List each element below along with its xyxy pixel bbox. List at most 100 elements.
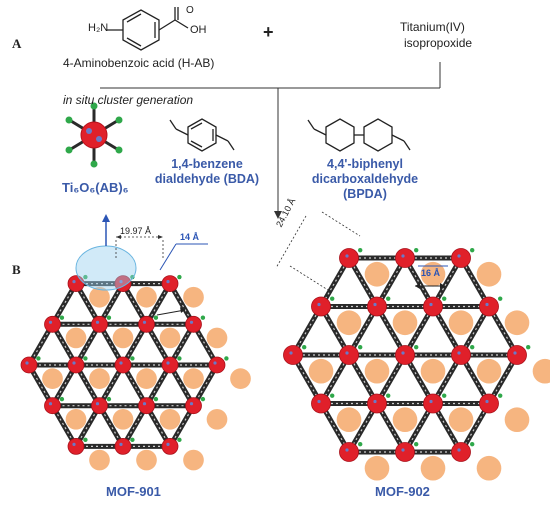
mof-902-cluster-center: [429, 302, 433, 307]
mof-901-cluster-accent: [153, 315, 159, 320]
mof-901-distance-marker: [115, 236, 164, 260]
mof-901-background-node: [206, 327, 228, 349]
mof-902-background-node: [504, 310, 530, 336]
mof-901-distance-label: 19.97 Å: [120, 226, 152, 236]
mof-902-background-node: [336, 407, 362, 433]
mof-902-cluster-accent: [498, 296, 503, 301]
mof-902-cluster-center: [485, 302, 489, 307]
mof-902-distance-marker: [275, 211, 361, 291]
mof-901-background-node: [183, 286, 204, 308]
mof-902-cluster-accent: [414, 344, 419, 350]
reactant2-line1: Titanium(IV): [400, 20, 465, 34]
mof-902-cluster-center: [317, 399, 321, 404]
mof-901-background-node: [42, 368, 63, 389]
mof-902-cluster-accent: [330, 296, 335, 301]
mof-902-name: MOF-902: [375, 484, 430, 499]
mof-901-background-node: [206, 408, 228, 430]
mof-901-cluster-node: [208, 356, 226, 374]
reaction-arrow: [100, 62, 441, 213]
mof-902-cluster-center: [485, 399, 489, 404]
mof-901-cluster-accent: [106, 315, 112, 320]
mof-902-cluster-center: [345, 351, 349, 355]
mof-902-cluster-accent: [414, 441, 419, 447]
mof-902-background-node: [448, 407, 474, 433]
mof-901-cluster-node: [138, 397, 155, 415]
mof-901-cluster-center: [119, 361, 123, 365]
linker2-line2: dicarboxaldehyde (BPDA): [311, 172, 419, 201]
mof-902-cluster-node: [311, 393, 331, 414]
mof-902-cluster-node: [423, 393, 443, 414]
mof-901-cluster-node: [91, 315, 108, 333]
mof-901-cluster-center: [95, 402, 100, 406]
mof-901-cluster-accent: [130, 274, 135, 280]
mof-902-cluster-center: [317, 302, 321, 307]
mof-902-background-node: [392, 407, 418, 433]
mof-902-background-node: [392, 310, 418, 336]
mof-902-cluster-node: [283, 345, 303, 365]
linker1-line1: 1,4-benzene: [171, 157, 243, 171]
mof-902-cluster-node: [479, 393, 499, 414]
mof-901-background-node: [136, 286, 157, 308]
mof-902-cluster-center: [345, 254, 349, 258]
mof-901-background-node: [183, 368, 204, 389]
mof-901-pore-label: 14 Å: [180, 232, 200, 242]
bpda-structure: [307, 118, 411, 152]
mof-902-lattice: [283, 247, 550, 481]
mof-901-cluster-accent: [153, 396, 159, 402]
mof-901-cluster-accent: [200, 396, 206, 402]
mof-902-cluster-node: [339, 345, 359, 365]
mof-901-cluster-center: [72, 279, 76, 284]
mof-902-cluster-accent: [302, 344, 307, 350]
plus-sign: +: [263, 22, 274, 42]
mof-901-cluster-node: [114, 356, 132, 374]
mof-901-cluster-accent: [59, 396, 65, 402]
mof-902-cluster-accent: [498, 393, 503, 398]
mof-902-cluster-node: [395, 345, 415, 365]
mof-902-background-node: [476, 261, 502, 287]
mof-902-cluster-accent: [442, 296, 447, 301]
mof-901-cluster-center: [48, 402, 53, 406]
mof-901-background-node: [89, 286, 110, 308]
mof-902-background-node: [420, 261, 446, 287]
mof-901-cluster-center: [25, 361, 29, 365]
mof-902-cluster-accent: [442, 393, 447, 398]
mof-901-cluster-center: [48, 320, 53, 324]
mof-902-cluster-center: [289, 351, 293, 355]
mof-902-cluster-node: [367, 296, 387, 317]
mof-901-cluster-accent: [177, 356, 182, 361]
mof-902-cluster-node: [451, 248, 471, 268]
mof-902-background-node: [532, 358, 550, 384]
mof-901-cluster-node: [138, 315, 155, 333]
mof-902-cluster-center: [429, 399, 433, 404]
mof-902-cluster-accent: [414, 247, 419, 253]
mof-901-lattice: [20, 274, 251, 471]
mof-902-background-node: [476, 358, 502, 384]
mof-901-cluster-node: [185, 315, 202, 333]
mof-902-cluster-accent: [470, 441, 475, 447]
mof-901-cluster-node: [20, 356, 38, 374]
mof-901-cluster-center: [189, 320, 194, 324]
mof-902-cluster-node: [479, 296, 499, 317]
mof-901-cluster-accent: [59, 315, 65, 320]
linker2-line1: 4,4'-biphenyl: [327, 157, 403, 171]
mof-902-cluster-node: [395, 442, 415, 462]
mof-901-background-node: [89, 449, 110, 471]
nh2-group-label: H₂N: [88, 22, 109, 34]
mof-901-cluster-node: [161, 438, 179, 455]
mof-901-cluster-center: [72, 361, 76, 365]
mof-902-cluster-node: [451, 345, 471, 365]
mof-902-cluster-accent: [470, 247, 475, 253]
mof-902-background-node: [308, 358, 334, 384]
mof-902-background-node: [364, 358, 390, 384]
mof-901-background-node: [136, 368, 157, 389]
mof-902-cluster-accent: [358, 441, 363, 447]
mof-901-cluster-center: [72, 442, 76, 447]
mof-902-cluster-accent: [358, 247, 363, 253]
aminobenzoic-acid-structure: [106, 7, 189, 51]
mof-901-background-node: [65, 408, 87, 430]
panel-letter-a: A: [12, 36, 22, 51]
highlight-arrow-head: [102, 214, 110, 222]
mof-901-cluster-center: [166, 279, 170, 284]
reactant2-line2: isopropoxide: [404, 36, 473, 50]
cluster-icon: [65, 102, 123, 168]
